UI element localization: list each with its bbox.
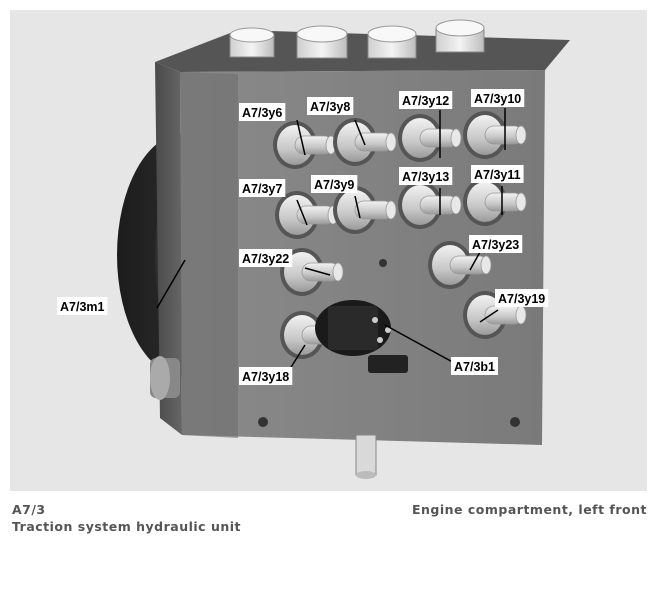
label-y23: A7/3y23 <box>469 235 523 253</box>
lower-left-fitting <box>150 356 180 400</box>
label-text-y10: A7/3y10 <box>474 92 521 106</box>
block-left-face <box>155 62 182 435</box>
caption-code: A7/3 <box>12 502 46 517</box>
label-y8: A7/3y8 <box>307 97 354 115</box>
label-y22: A7/3y22 <box>239 249 293 267</box>
caption-title: Traction system hydraulic unit <box>12 519 242 534</box>
valve-2 <box>333 118 397 166</box>
valve-7 <box>398 181 462 229</box>
label-text-y13: A7/3y13 <box>402 170 449 184</box>
label-text-y7: A7/3y7 <box>242 182 282 196</box>
valve-1 <box>273 121 337 169</box>
bottom-port <box>355 434 377 479</box>
valve-8 <box>463 178 527 226</box>
label-y6: A7/3y6 <box>239 103 286 121</box>
label-y19: A7/3y19 <box>495 289 549 307</box>
label-text-y12: A7/3y12 <box>402 94 449 108</box>
valve-4 <box>463 111 527 159</box>
label-y11: A7/3y11 <box>471 165 524 183</box>
label-text-m1: A7/3m1 <box>60 300 105 314</box>
label-m1: A7/3m1 <box>57 297 108 315</box>
label-text-y22: A7/3y22 <box>242 252 289 266</box>
block-front-face <box>180 70 545 445</box>
valve-5 <box>275 191 339 239</box>
label-text-y19: A7/3y19 <box>498 292 545 306</box>
valve-3 <box>398 114 462 162</box>
label-b1: A7/3b1 <box>451 357 498 375</box>
label-y12: A7/3y12 <box>399 91 453 109</box>
valve-6 <box>333 186 397 234</box>
label-y13: A7/3y13 <box>399 167 453 185</box>
label-text-y8: A7/3y8 <box>310 100 350 114</box>
label-text-b1: A7/3b1 <box>454 360 495 374</box>
label-text-y23: A7/3y23 <box>472 238 519 252</box>
valve-10 <box>428 241 492 289</box>
label-y9: A7/3y9 <box>311 175 358 193</box>
label-text-y9: A7/3y9 <box>314 178 354 192</box>
label-text-y6: A7/3y6 <box>242 106 282 120</box>
reservoir-caps <box>229 19 485 59</box>
label-y18: A7/3y18 <box>239 367 293 385</box>
label-y10: A7/3y10 <box>471 89 525 107</box>
caption-location: Engine compartment, left front <box>411 502 647 517</box>
label-text-y18: A7/3y18 <box>242 370 289 384</box>
label-text-y11: A7/3y11 <box>474 168 521 182</box>
hall-sensor-connector <box>315 300 408 373</box>
label-y7: A7/3y7 <box>239 179 286 197</box>
solenoid-valves <box>273 111 527 359</box>
